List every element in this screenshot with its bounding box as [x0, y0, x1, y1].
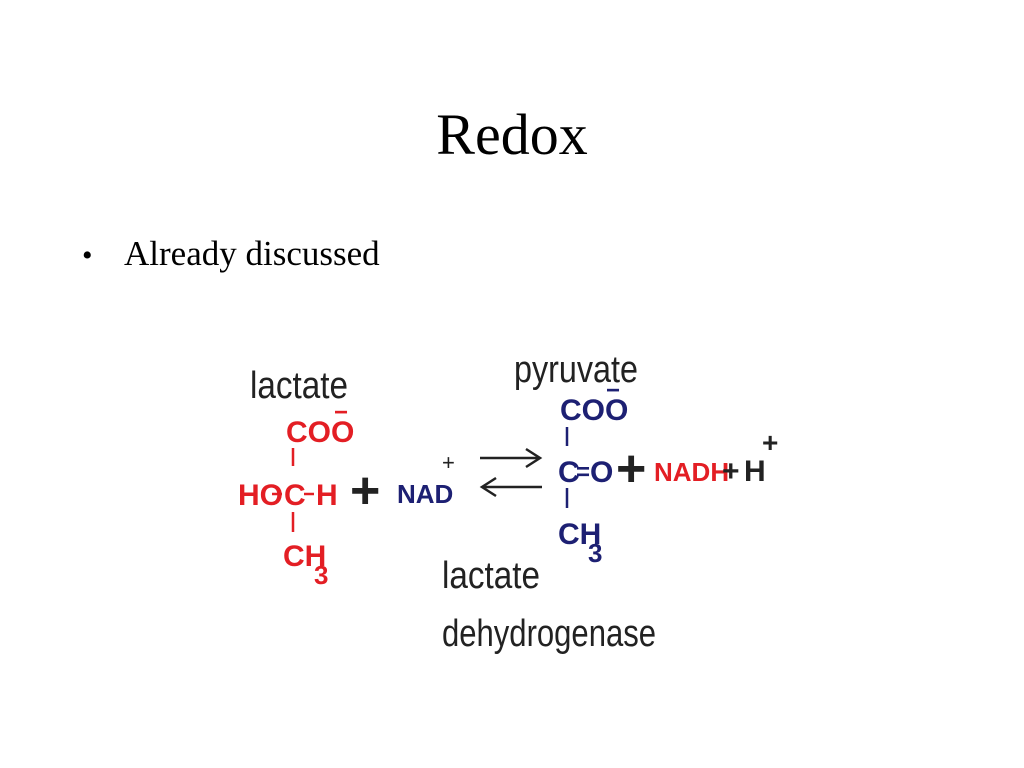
plus-sign-3: + — [722, 455, 740, 488]
equilibrium-arrow-icon — [479, 447, 543, 498]
product-methyl-subscript: 3 — [588, 538, 602, 568]
reactant-carbon: C — [284, 479, 306, 512]
plus-sign-1: + — [350, 462, 380, 520]
reactant-carboxylate-charge: − — [334, 399, 348, 426]
reactant-methyl: CH — [283, 540, 326, 573]
reactant-name: lactate — [250, 365, 348, 407]
reactant-hydroxyl: HO — [238, 479, 283, 512]
slide-title: Redox — [436, 102, 588, 167]
reactant-hydrogen: H — [316, 479, 338, 512]
proton-charge: + — [762, 427, 778, 458]
product-carboxylate: COO — [560, 394, 628, 427]
product-carboxylate-charge: − — [606, 377, 620, 404]
reactant-methyl-subscript: 3 — [314, 560, 328, 590]
cofactor-nad: NAD — [397, 479, 453, 509]
product-name: pyruvate — [514, 349, 638, 391]
product-oxygen: O — [590, 456, 613, 489]
bullet-list: • Already discussed — [82, 232, 380, 278]
reactant-carboxylate: COO — [286, 416, 354, 449]
cofactor-nad-charge: + — [442, 450, 455, 475]
proton: H — [744, 455, 766, 488]
bullet-item: • Already discussed — [82, 232, 380, 278]
cofactor-nadh: NADH — [654, 457, 729, 487]
enzyme-name-line1: lactate — [442, 555, 540, 597]
bullet-dot-icon: • — [82, 239, 93, 272]
product-methyl: CH — [558, 518, 601, 551]
plus-sign-2: + — [616, 440, 646, 498]
product-double-bond: = — [576, 459, 590, 486]
bullet-text: Already discussed — [124, 234, 380, 273]
enzyme-name-line2: dehydrogenase — [442, 613, 656, 655]
product-carbon: C — [558, 456, 580, 489]
